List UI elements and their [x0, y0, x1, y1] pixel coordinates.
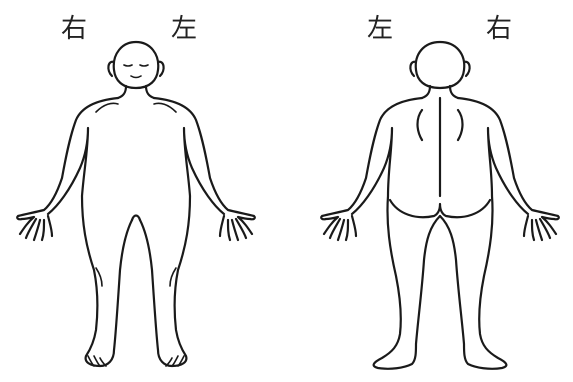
back-neck-left [422, 86, 430, 98]
back-body-figure [298, 0, 573, 382]
front-left-eye [124, 65, 132, 66]
front-collarbone-left [96, 103, 118, 112]
back-head-outline [416, 42, 465, 88]
front-crotch [132, 216, 140, 221]
back-buttocks-line [390, 200, 490, 217]
front-head-outline [114, 42, 159, 88]
front-body-left-outline [17, 98, 132, 366]
front-mouth [131, 76, 141, 78]
front-neck-left [118, 86, 126, 98]
front-neck-right [146, 86, 154, 98]
back-right-scapula [458, 110, 463, 140]
back-left-scapula [418, 110, 423, 140]
front-collarbone-right [154, 103, 176, 112]
front-body-right-outline [140, 98, 255, 366]
front-body-figure [0, 0, 290, 382]
back-neck-right [450, 86, 458, 98]
front-right-eye [140, 65, 148, 66]
